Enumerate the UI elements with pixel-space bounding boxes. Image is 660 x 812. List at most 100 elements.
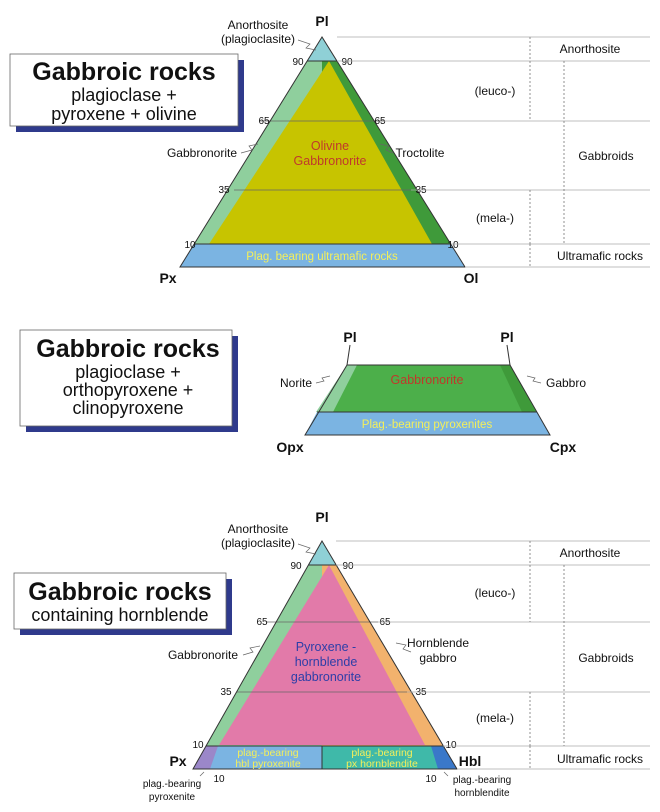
gabbro-leader xyxy=(526,375,542,384)
field-hbl-pyroxenite-1: plag.-bearing xyxy=(237,747,298,759)
region-ultramafic xyxy=(180,244,465,267)
box-line-2: pyroxene + olivine xyxy=(51,104,197,124)
corner-right-leader xyxy=(443,771,449,777)
region-plag-pyroxenites xyxy=(305,412,550,435)
tick-35-left: 35 xyxy=(220,687,232,698)
box-title: Gabbroic rocks xyxy=(32,58,215,86)
pl-tick-right xyxy=(506,344,511,366)
tick-65-right: 65 xyxy=(374,116,386,127)
anorthosite-leader xyxy=(297,39,317,51)
field-gabbronorite-center: gabbronorite xyxy=(291,670,361,684)
corner-pyroxenite-1: plag.-bearing xyxy=(143,779,201,790)
region-px-hbl-gabbronorite xyxy=(219,565,425,745)
region-anorthosite xyxy=(307,37,337,61)
field-gabbronorite-left: Gabbronorite xyxy=(168,648,238,662)
title-box-2: Gabbroic rocks plagioclase + orthopyroxe… xyxy=(19,329,238,432)
vertex-pl-right: Pl xyxy=(500,329,513,345)
tick-90-right: 90 xyxy=(342,561,354,572)
field-hornblende-gabbro-2: gabbro xyxy=(419,651,457,665)
tick-10-bottom-right: 10 xyxy=(425,774,437,785)
triangle-outline-1 xyxy=(179,36,466,268)
anorthosite-leader xyxy=(297,543,317,555)
gabbronorite-leader xyxy=(240,143,259,154)
scale-leuco: (leuco-) xyxy=(475,586,516,600)
vertex-hbl: Hbl xyxy=(459,753,482,769)
scale-mela: (mela-) xyxy=(476,711,514,725)
tick-90-left: 90 xyxy=(292,57,304,68)
tick-10-bottom-left: 10 xyxy=(213,774,225,785)
tick-10-left: 10 xyxy=(184,240,196,251)
vertex-px: Px xyxy=(159,270,176,286)
field-hornblende: hornblende xyxy=(295,655,358,669)
anorthosite-label: Anorthosite xyxy=(228,18,289,32)
right-scale-1: Anorthosite (leuco-) Gabbroids (mela-) U… xyxy=(337,36,650,268)
box-line-1: plagioclase + xyxy=(71,85,177,105)
diagram-1: Gabbroic rocks plagioclase + pyroxene + … xyxy=(9,13,650,286)
right-scale-3: Anorthosite (leuco-) Gabbroids (mela-) U… xyxy=(336,540,650,770)
box-line-3: clinopyroxene xyxy=(72,398,183,418)
field-gabbronorite-left: Gabbronorite xyxy=(167,146,237,160)
pl-tick-left xyxy=(346,344,351,366)
scale-ultramafic: Ultramafic rocks xyxy=(557,249,643,263)
corner-hornblendite-1: plag.-bearing xyxy=(453,775,511,786)
vertex-px: Px xyxy=(169,753,186,769)
title-box-1: Gabbroic rocks plagioclase + pyroxene + … xyxy=(9,53,244,132)
hornblende-gabbro-leader xyxy=(395,642,412,653)
region-corner-hornblendite xyxy=(431,746,457,769)
field-troctolite: Troctolite xyxy=(396,146,445,160)
tick-35-right: 35 xyxy=(415,185,427,196)
title-box-frame xyxy=(19,329,233,427)
corner-pyroxenite-2: pyroxenite xyxy=(149,792,196,803)
title-box-frame xyxy=(9,53,239,127)
scale-mela: (mela-) xyxy=(476,211,514,225)
field-px-hornblendite-1: plag.-bearing xyxy=(351,747,412,759)
triangle-outline-3 xyxy=(192,540,458,770)
tick-10-left: 10 xyxy=(192,740,204,751)
region-olivine-gabbronorite xyxy=(209,61,432,244)
field-olivine: Olivine xyxy=(311,139,349,153)
field-pyroxene: Pyroxene - xyxy=(296,640,356,654)
tick-90-left: 90 xyxy=(290,561,302,572)
field-gabbronorite-center: Gabbronorite xyxy=(294,154,367,168)
region-anorthosite xyxy=(308,541,336,565)
field-norite: Norite xyxy=(280,376,312,390)
norite-leader xyxy=(315,375,331,384)
vertex-pl: Pl xyxy=(315,509,328,525)
vertex-opx: Opx xyxy=(276,439,303,455)
region-px-hornblendite xyxy=(322,746,457,769)
diagram-2: Gabbroic rocks plagioclase + orthopyroxe… xyxy=(19,329,586,455)
tick-65-right: 65 xyxy=(379,617,391,628)
vertex-cpx: Cpx xyxy=(550,439,577,455)
field-gabbro: Gabbro xyxy=(546,376,586,390)
field-hbl-pyroxenite-2: hbl pyroxenite xyxy=(235,758,301,770)
box-line-1: plagioclase + xyxy=(75,362,181,382)
field-px-hornblendite-2: px hornblendite xyxy=(346,758,418,770)
title-box-3: Gabbroic rocks containing hornblende xyxy=(13,572,232,635)
corner-hornblendite-2: hornblendite xyxy=(454,788,509,799)
scale-ultramafic: Ultramafic rocks xyxy=(557,752,643,766)
box-line-2: orthopyroxene + xyxy=(63,380,194,400)
field-plag-ultramafic: Plag. bearing ultramafic rocks xyxy=(246,251,398,263)
tick-65-left: 65 xyxy=(258,116,270,127)
tick-35-left: 35 xyxy=(218,185,230,196)
field-gabbronorite: Gabbronorite xyxy=(391,373,464,387)
scale-anorthosite: Anorthosite xyxy=(560,546,621,560)
tick-65-left: 65 xyxy=(256,617,268,628)
plagioclasite-label: (plagioclasite) xyxy=(221,32,295,46)
vertex-pl: Pl xyxy=(315,13,328,29)
corner-left-leader xyxy=(199,771,205,777)
quad-outline xyxy=(304,364,551,436)
troctolite-leader xyxy=(379,143,394,154)
region-hbl-pyroxenite xyxy=(193,746,322,769)
plagioclasite-label: (plagioclasite) xyxy=(221,536,295,550)
region-corner-pyroxenite xyxy=(193,746,218,769)
title-box-frame xyxy=(13,572,227,630)
field-hornblende-gabbro-1: Hornblende xyxy=(407,636,469,650)
vertex-pl-left: Pl xyxy=(343,329,356,345)
region-gabbro xyxy=(500,365,536,412)
tick-35-right: 35 xyxy=(415,687,427,698)
box-line-1: containing hornblende xyxy=(31,605,208,625)
gabbronorite-leader xyxy=(242,645,261,656)
field-plag-pyroxenites: Plag.-bearing pyroxenites xyxy=(362,419,493,431)
